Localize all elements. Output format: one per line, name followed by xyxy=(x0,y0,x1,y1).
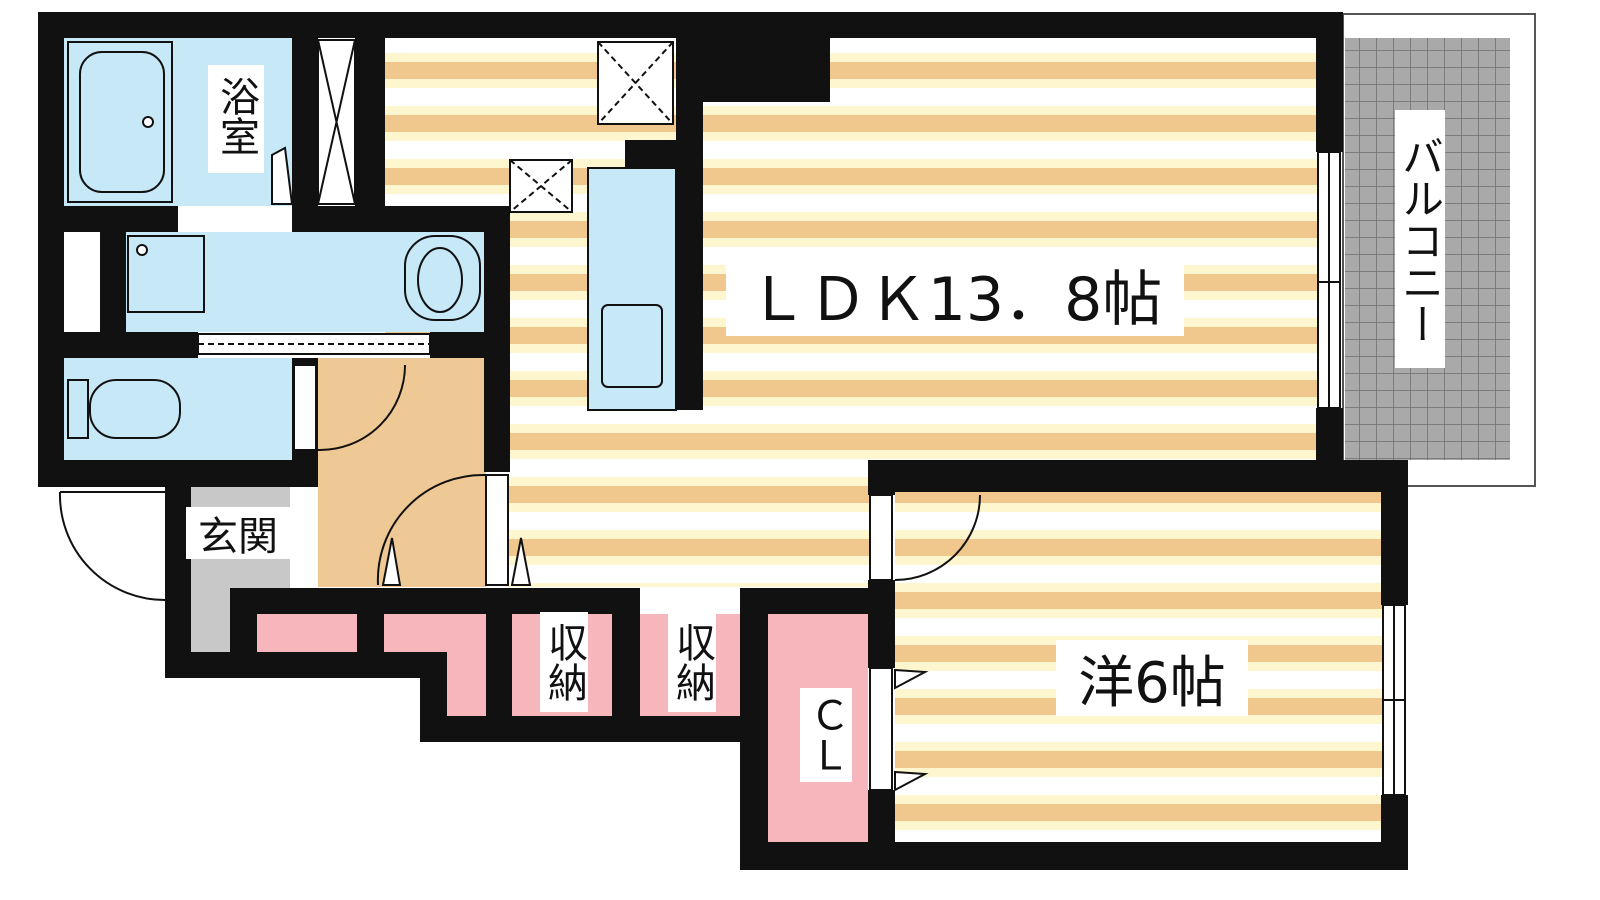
bathtub-basin xyxy=(79,51,165,193)
storage-divider-2 xyxy=(357,588,384,652)
ldk-label: ＬＤＫ13．8帖 xyxy=(748,265,1163,335)
fixtures xyxy=(67,39,677,439)
front-wall-bottom xyxy=(165,652,445,678)
storage-divider-4 xyxy=(612,588,640,742)
front-door-swing xyxy=(58,491,166,601)
storage-floor-1 xyxy=(257,614,357,652)
room-labels: ＬＤＫ13．8帖 洋6帖 玄関 浴室 バルコニー 収納 収納 ＣＬ xyxy=(198,76,1445,775)
hall-wall-right xyxy=(484,332,510,472)
toilet-door-swing xyxy=(317,364,406,452)
toilet-tank xyxy=(67,379,89,439)
balcony-label: バルコニー xyxy=(1396,135,1445,345)
ldk-wall-right xyxy=(1316,12,1343,152)
bathtub-drain xyxy=(142,116,154,128)
toilet-seat xyxy=(89,379,181,439)
storage-label-2: 収納 xyxy=(669,622,715,702)
ldk-wall-right-lower xyxy=(1316,408,1343,462)
hall-floor xyxy=(318,358,486,587)
closet-label: ＣＬ xyxy=(803,695,849,775)
kitchen-partition xyxy=(676,38,703,410)
washroom-wall-right xyxy=(484,206,510,356)
outer-wall-left-bottom xyxy=(38,460,318,487)
outer-wall-left xyxy=(38,12,64,487)
doors xyxy=(58,146,981,792)
walls xyxy=(38,12,1408,870)
storage-floor-2 xyxy=(384,614,486,716)
utility-wall-bottom xyxy=(292,206,510,232)
utility-wall xyxy=(355,12,385,232)
storage-shelf-line xyxy=(230,588,640,614)
western-room-label: 洋6帖 xyxy=(1078,651,1226,716)
bath-wall-right xyxy=(292,12,318,232)
storage-divider-1 xyxy=(230,588,257,678)
outer-wall-top xyxy=(38,12,1343,38)
kitchen-sink xyxy=(601,304,663,388)
hall-door-swing xyxy=(376,473,487,586)
ldk-lower-floor xyxy=(505,462,875,587)
floor-areas xyxy=(62,13,1536,842)
closet-door-frame xyxy=(869,667,893,791)
western-wall-left-lower xyxy=(868,580,895,668)
entrance-label: 玄関 xyxy=(198,514,278,560)
outer-wall-bottom xyxy=(740,842,1408,870)
windows xyxy=(1317,151,1406,796)
closet-wall-left xyxy=(740,588,768,870)
western-door-swing xyxy=(894,494,981,581)
washroom-wall-bottom-left xyxy=(38,332,198,358)
label-backgrounds xyxy=(186,65,1445,782)
ldk-floor xyxy=(385,38,1325,462)
storage-wall-step xyxy=(420,652,447,742)
balcony-frame xyxy=(1342,13,1536,487)
western-wall-left xyxy=(868,460,895,495)
bath-label: 浴室 xyxy=(213,76,259,156)
kitchen-stub-top xyxy=(700,38,830,102)
western-wall-right xyxy=(1381,460,1408,605)
storage-wall-bottom xyxy=(420,716,765,742)
storage-label-1: 収納 xyxy=(541,622,587,702)
kitchen-partition-cap xyxy=(625,140,703,167)
storage-divider-3 xyxy=(486,588,512,742)
western-wall-top xyxy=(868,460,1408,492)
